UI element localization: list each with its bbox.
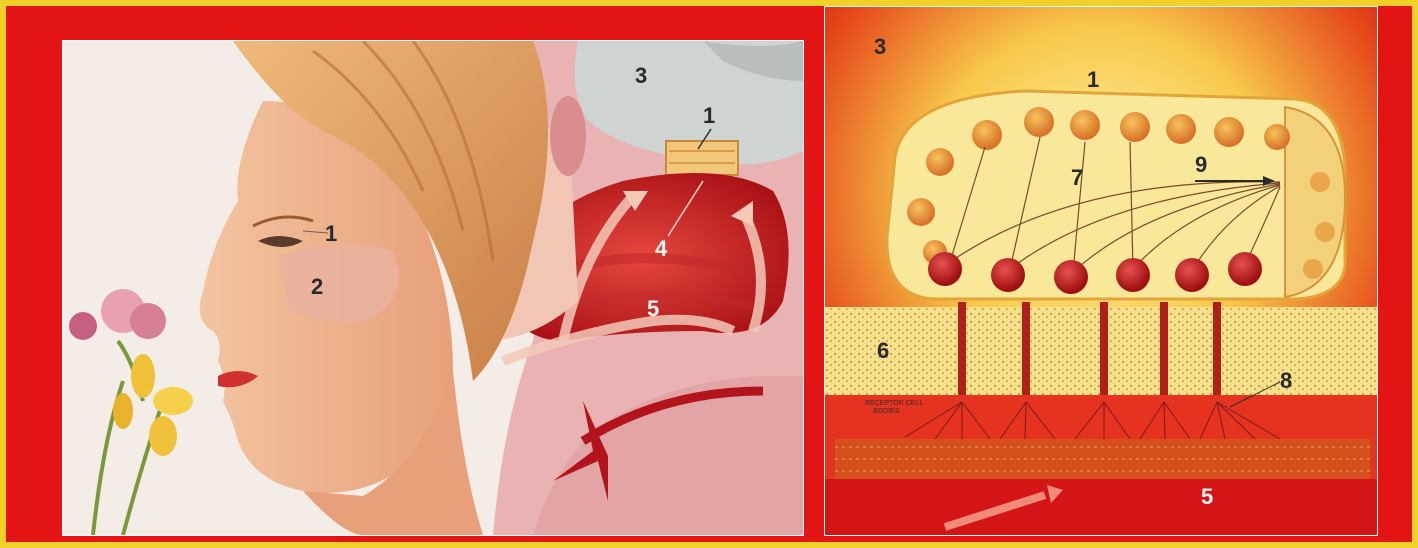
olfactory-bulb-svg: RECEPTOR CELL BODIES 3 1 7 9 6 8 5: [825, 7, 1377, 535]
receptor-cells: [835, 439, 1370, 479]
nasal-region-overlay: [278, 245, 399, 322]
head-profile-svg: 1 2 3 1 4 5: [63, 41, 803, 535]
label-7-mitral: 7: [1071, 165, 1083, 190]
label-8-fibers: 8: [1280, 368, 1292, 393]
label-1-bulb: 1: [703, 103, 715, 128]
mucus-layer: [825, 479, 1377, 535]
olfactory-bulb-strip: [666, 141, 738, 175]
label-1-eye: 1: [325, 221, 337, 246]
sinus-pocket: [550, 96, 586, 176]
label-1-bulb: 1: [1087, 67, 1099, 92]
receptor-caption-line2: BODIES: [873, 408, 900, 415]
label-6-bone: 6: [877, 338, 889, 363]
label-9-tract: 9: [1195, 152, 1207, 177]
label-5-airflow: 5: [1201, 484, 1213, 509]
label-5-airflow: 5: [647, 296, 659, 321]
olfactory-bulb-detail: RECEPTOR CELL BODIES 3 1 7 9 6 8 5: [824, 6, 1378, 536]
label-4-cavity: 4: [655, 236, 668, 261]
label-3-brain: 3: [635, 63, 647, 88]
label-3-brain: 3: [874, 34, 886, 59]
receptor-caption-line1: RECEPTOR CELL: [865, 400, 923, 407]
label-2-face: 2: [311, 274, 323, 299]
head-profile-illustration: 1 2 3 1 4 5: [62, 40, 804, 536]
